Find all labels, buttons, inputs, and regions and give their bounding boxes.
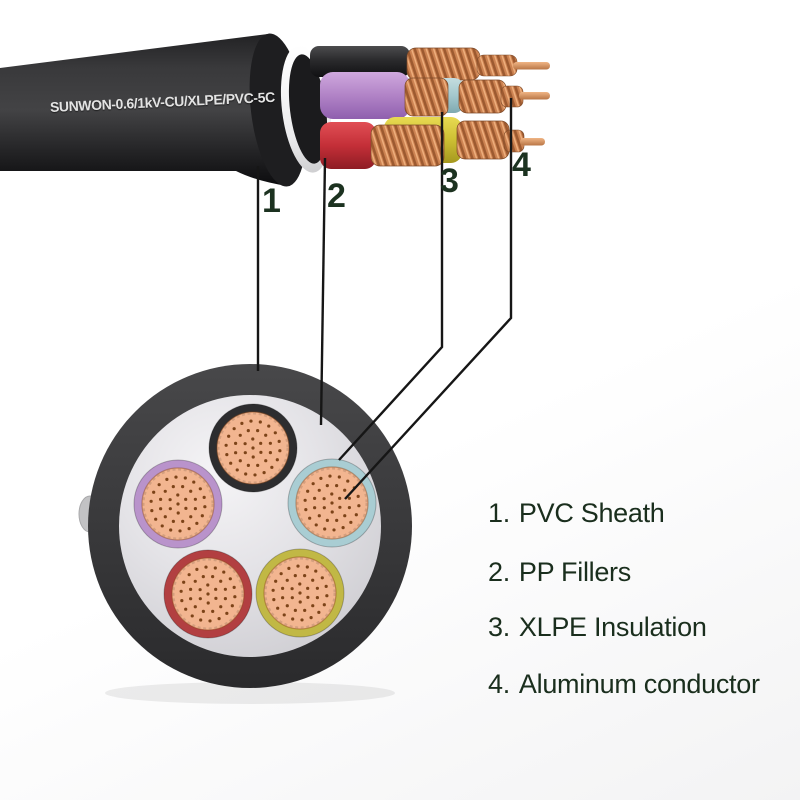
legend-item-pvc-sheath: 1. PVC Sheath (488, 497, 665, 529)
wire-red (320, 122, 445, 169)
cable-cutaway (0, 33, 550, 187)
core-bottom-right (255, 548, 345, 638)
cable-body-pvc-sheath (0, 34, 304, 186)
callout-number-1: 1 (262, 182, 281, 220)
leader-line-4 (344, 98, 513, 500)
legend-item-pp-fillers: 2. PP Fillers (488, 556, 631, 588)
legend-item-aluminum-conductor: 4. Aluminum conductor (488, 668, 760, 700)
leader-line-2 (319, 157, 327, 426)
cross-section-shadow (105, 682, 395, 704)
legend-number: 4. (488, 669, 510, 699)
callout-number-2: 2 (327, 177, 346, 215)
legend-item-xlpe-insulation: 3. XLPE Insulation (488, 611, 707, 643)
cross-section (78, 364, 412, 704)
core-bundle-shadow (288, 54, 328, 164)
core-bottom-left (163, 549, 253, 639)
core-left (133, 459, 223, 549)
wire-purple (320, 72, 449, 119)
callout-number-4: 4 (512, 146, 531, 184)
legend-label: PVC Sheath (518, 498, 665, 528)
legend-number: 3. (488, 612, 510, 642)
core-top (208, 403, 298, 493)
cross-section-cores (133, 403, 377, 639)
callout-number-3: 3 (440, 162, 459, 200)
legend-label: Aluminum conductor (518, 669, 760, 699)
legend-number: 1. (488, 498, 510, 528)
leader-line-3 (338, 112, 444, 461)
legend-number: 2. (488, 557, 510, 587)
leader-lines (256, 98, 513, 500)
legend-label: PP Fillers (518, 557, 631, 587)
core-right (287, 458, 377, 548)
legend-label: XLPE Insulation (518, 612, 707, 642)
